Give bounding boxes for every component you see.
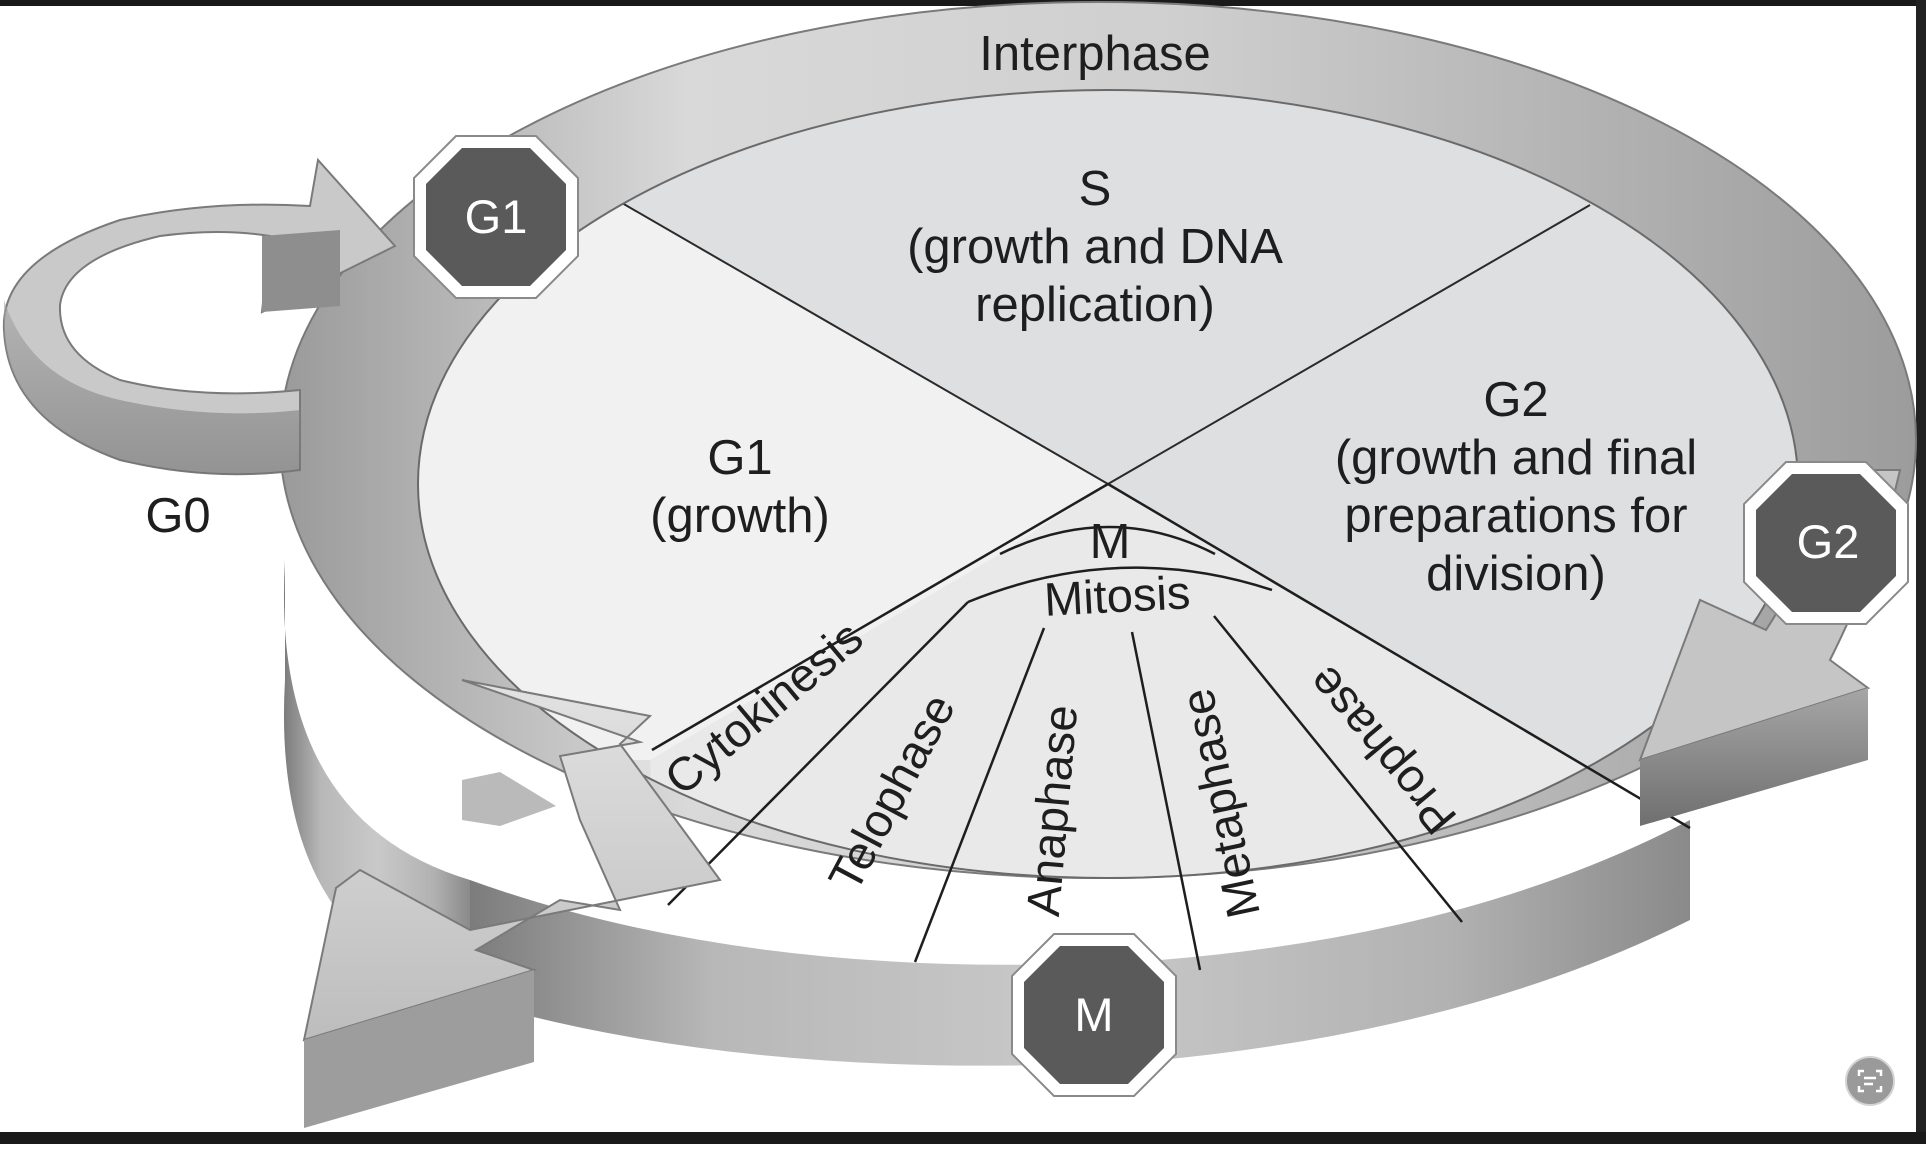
- g1-sector-title: G1: [707, 431, 772, 485]
- g1-sector-line-1: (growth): [650, 489, 830, 543]
- g1-sector: [418, 203, 1108, 760]
- mitosis-label: Mitosis: [1043, 565, 1192, 626]
- exit-arrow: [302, 679, 722, 1128]
- cycle-disc-side: [283, 560, 1690, 1066]
- g1-badge-label: G1: [465, 190, 528, 243]
- g2-sector-title: G2: [1483, 373, 1548, 427]
- m-badge: M: [1011, 933, 1177, 1097]
- text-recognition-button[interactable]: [1845, 1056, 1895, 1106]
- g2-badge-label: G2: [1797, 515, 1860, 568]
- g2-sector-line-1: (growth and final: [1335, 431, 1697, 485]
- mitosis-lines: [651, 482, 1691, 971]
- m-wedge-label: M: [1090, 515, 1131, 569]
- g1-badge: G1: [413, 135, 579, 299]
- g2-sector-line-2: preparations for: [1344, 489, 1687, 543]
- bottom-frame-bar: [0, 1132, 1926, 1144]
- g2-sector-line-3: division): [1426, 547, 1606, 601]
- right-edge-strip: [1916, 0, 1926, 1132]
- s-sector-title: S: [1079, 162, 1112, 216]
- g2-badge: G2: [1743, 461, 1909, 625]
- text-recognition-icon: [1857, 1069, 1883, 1093]
- top-frame-bar: [0, 0, 1926, 6]
- s-sector-line-2: replication): [975, 278, 1215, 332]
- interphase-label: Interphase: [979, 27, 1211, 81]
- g0-loop-arrow: [2, 157, 397, 476]
- g0-label: G0: [145, 489, 210, 543]
- m-badge-label: M: [1074, 988, 1113, 1041]
- s-sector-line-1: (growth and DNA: [907, 220, 1283, 274]
